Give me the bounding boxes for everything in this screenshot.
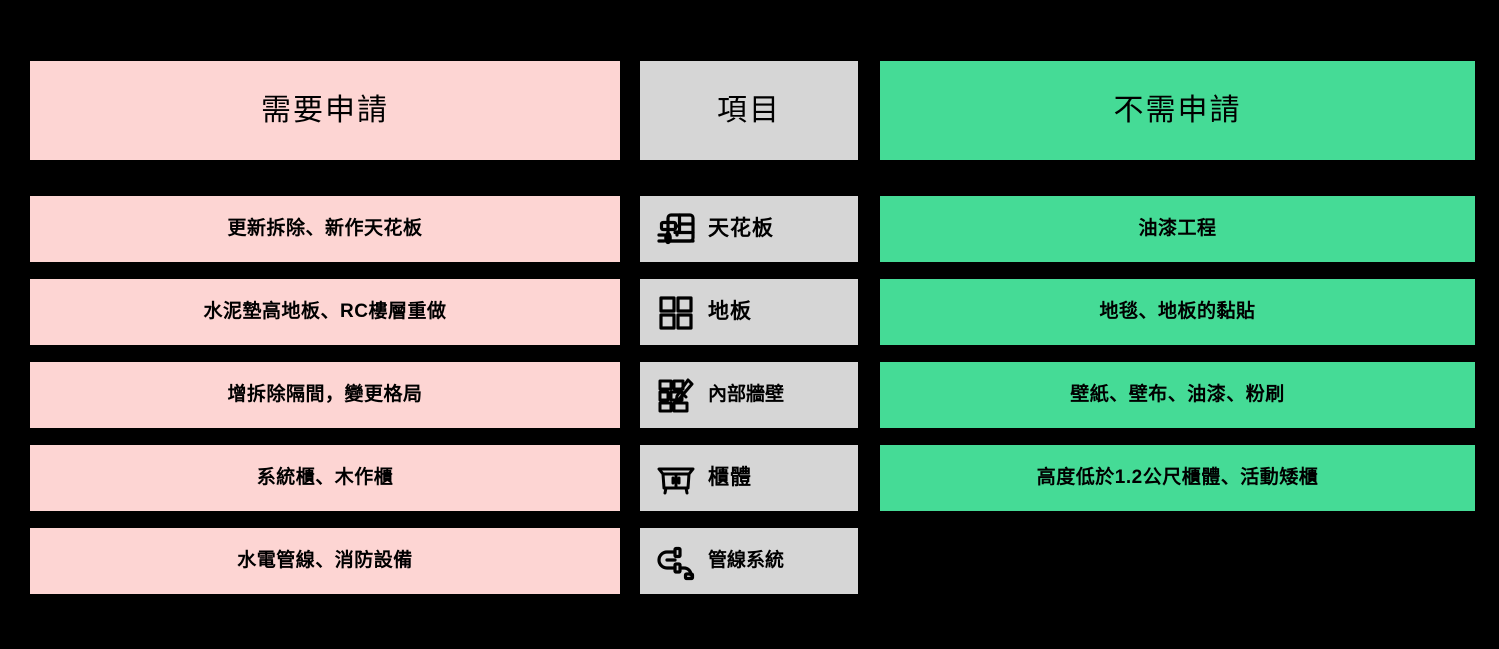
need-permit-cell-interior-wall: 增拆除隔間，變更格局 (30, 362, 620, 428)
item-label-piping: 管線系統 (708, 549, 785, 571)
floor-tiles-icon (654, 290, 698, 334)
item-cell-cabinet: 櫃體 (640, 445, 858, 511)
item-cell-ceiling: 天花板 (640, 196, 858, 262)
ceiling-panel-roller-icon (654, 207, 698, 251)
item-label-cabinet: 櫃體 (708, 466, 752, 490)
item-label-interior-wall: 內部牆壁 (708, 383, 785, 405)
item-label-ceiling: 天花板 (708, 217, 774, 241)
header-need-permit: 需要申請 (30, 61, 620, 160)
item-label-floor: 地板 (708, 300, 752, 324)
no-permit-cell-ceiling: 油漆工程 (880, 196, 1475, 262)
need-permit-cell-ceiling: 更新拆除、新作天花板 (30, 196, 620, 262)
pipe-system-icon (654, 539, 698, 583)
no-permit-cell-floor: 地毯、地板的黏貼 (880, 279, 1475, 345)
no-permit-cell-interior-wall: 壁紙、壁布、油漆、粉刷 (880, 362, 1475, 428)
need-permit-cell-cabinet: 系統櫃、木作櫃 (30, 445, 620, 511)
brick-wall-trowel-icon (654, 373, 698, 417)
header-item: 項目 (640, 61, 858, 160)
item-cell-floor: 地板 (640, 279, 858, 345)
need-permit-cell-floor: 水泥墊高地板、RC樓層重做 (30, 279, 620, 345)
need-permit-cell-piping: 水電管線、消防設備 (30, 528, 620, 594)
item-cell-interior-wall: 內部牆壁 (640, 362, 858, 428)
header-no-permit: 不需申請 (880, 61, 1475, 160)
no-permit-cell-cabinet: 高度低於1.2公尺櫃體、活動矮櫃 (880, 445, 1475, 511)
cabinet-icon (654, 456, 698, 500)
item-cell-piping: 管線系統 (640, 528, 858, 594)
